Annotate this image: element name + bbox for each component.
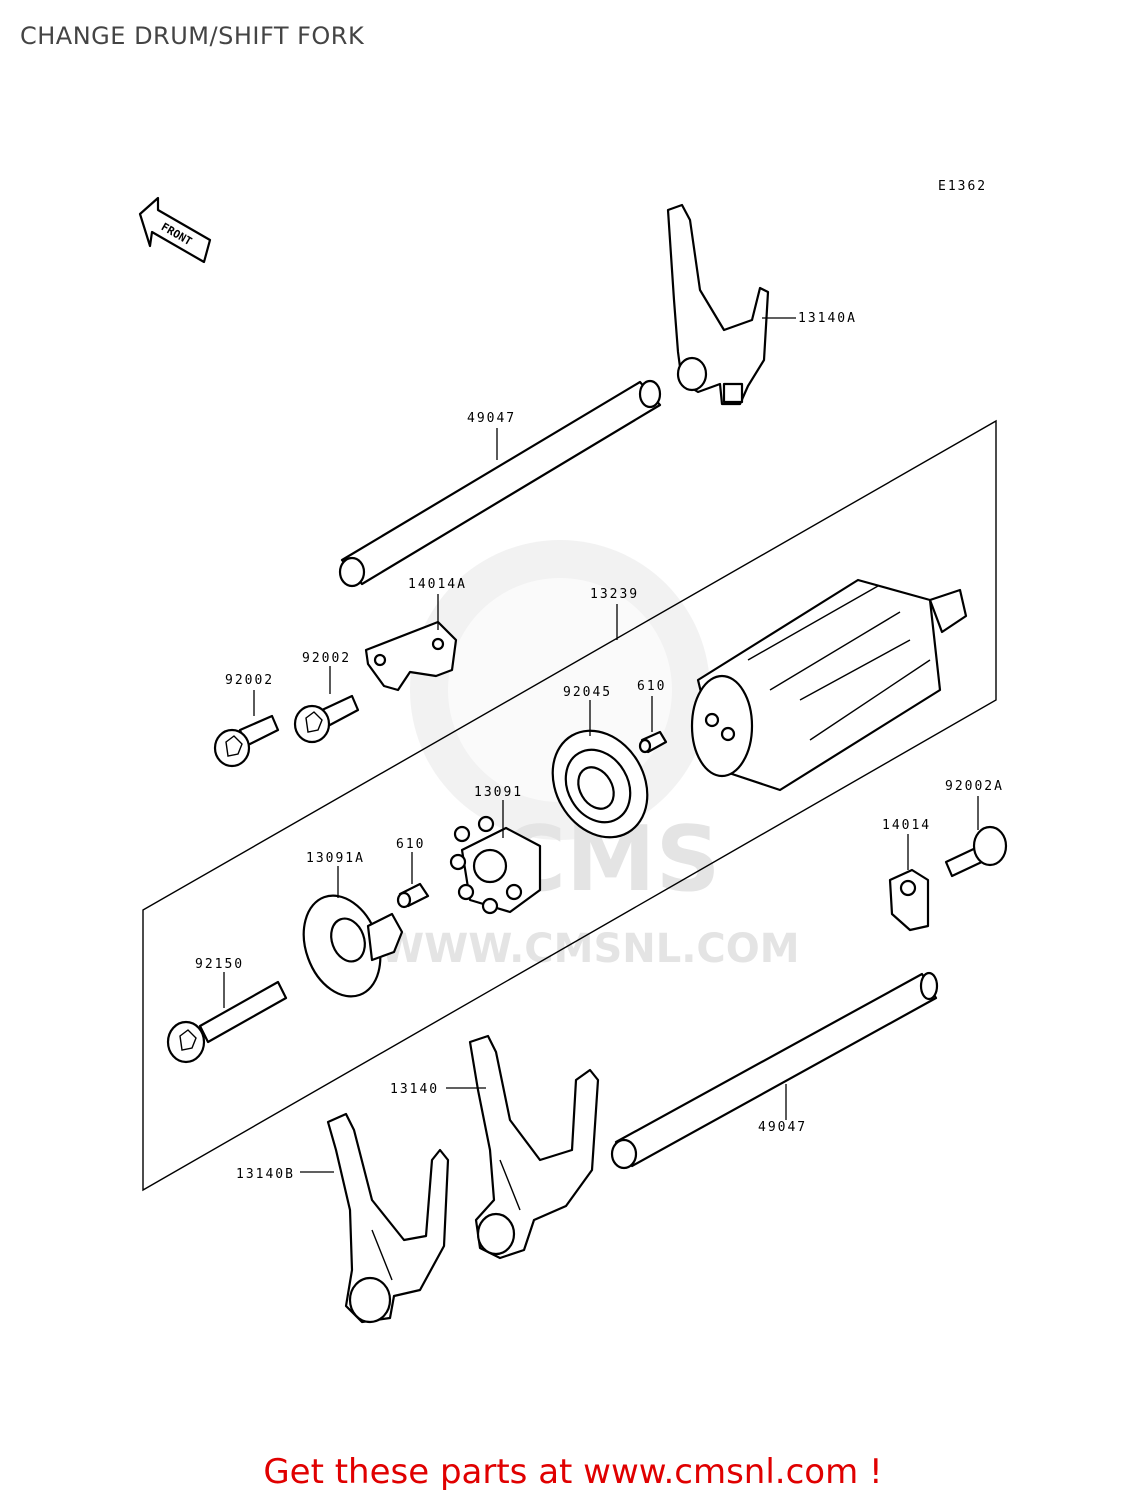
label-14014a: 14014A (408, 577, 467, 592)
label-49047-bottom: 49047 (758, 1120, 807, 1135)
label-92045: 92045 (563, 685, 612, 700)
change-drum-13239 (690, 578, 968, 792)
bolt-92150 (166, 980, 288, 1064)
shift-fork-13140a (666, 203, 770, 406)
label-610-upper: 610 (637, 679, 666, 694)
label-14014: 14014 (882, 818, 931, 833)
bolt-92002-right (293, 694, 360, 744)
label-13140b: 13140B (236, 1167, 295, 1182)
label-92002-right: 92002 (302, 651, 351, 666)
bolt-92002-left (213, 714, 280, 768)
label-13140: 13140 (390, 1082, 439, 1097)
label-610-lower: 610 (396, 837, 425, 852)
label-92002a: 92002A (945, 779, 1004, 794)
plate-14014 (888, 868, 930, 932)
shift-fork-13140b (326, 1112, 450, 1324)
shift-rod-49047-bottom (610, 971, 939, 1170)
cam-13091a (302, 894, 404, 998)
front-arrow-icon: FRONT (138, 196, 212, 264)
label-13091: 13091 (474, 785, 523, 800)
exploded-parts-diagram: CMS WWW.CMSNL.COM E1362 FRONT 13140A 490… (138, 179, 1008, 1324)
shift-rod-49047-top (338, 379, 662, 588)
pin-610-upper (638, 730, 668, 754)
label-92002-left: 92002 (225, 673, 274, 688)
footer-call-to-action[interactable]: Get these parts at www.cmsnl.com ! (263, 1452, 883, 1492)
label-92150: 92150 (195, 957, 244, 972)
plate-14014a (364, 620, 458, 692)
label-13140a: 13140A (798, 311, 857, 326)
pin-610-lower (396, 882, 430, 909)
assembly-boundary (142, 419, 997, 1192)
label-13239: 13239 (590, 587, 639, 602)
shift-fork-13140 (468, 1034, 600, 1260)
bearing-92045 (551, 729, 649, 839)
pin-holder-13091 (449, 815, 542, 915)
label-13091a: 13091A (306, 851, 365, 866)
page-title: CHANGE DRUM/SHIFT FORK (20, 22, 365, 50)
diagram-code: E1362 (938, 179, 987, 194)
label-49047-top: 49047 (467, 411, 516, 426)
bolt-92002a (944, 825, 1008, 878)
